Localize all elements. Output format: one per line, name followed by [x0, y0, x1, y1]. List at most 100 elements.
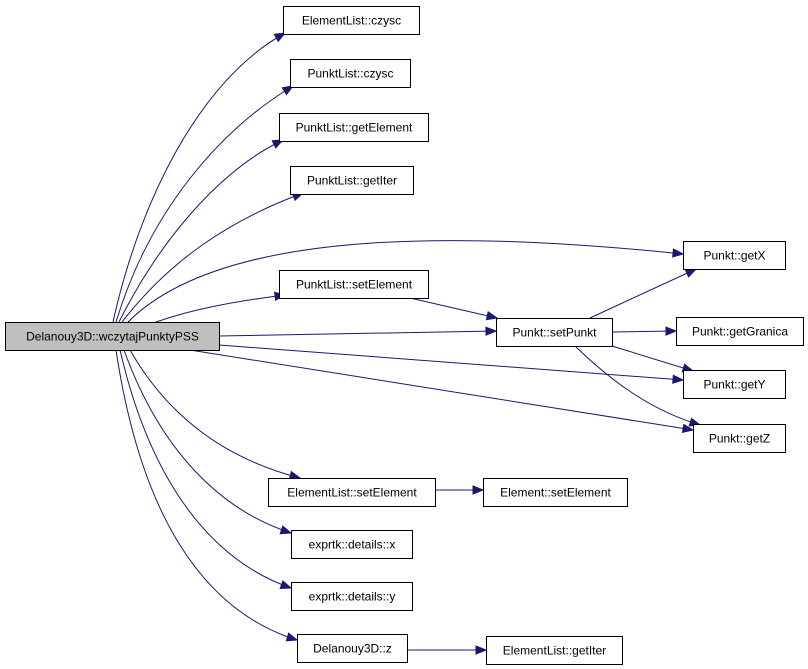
edge-arrowhead	[485, 326, 498, 336]
node-label: ElementList::getIter	[503, 644, 606, 658]
node-pl-setElement[interactable]: PunktList::setElement	[279, 270, 429, 299]
edge-root-to-el_czysc	[112, 32, 287, 323]
edge-line	[129, 349, 301, 479]
node-p-getZ[interactable]: Punkt::getZ	[693, 424, 786, 453]
node-el-getIter[interactable]: ElementList::getIter	[486, 636, 623, 665]
node-label: exprtk::details::y	[309, 590, 396, 604]
edge-arrowhead	[279, 580, 293, 590]
node-label: Punkt::getGranica	[692, 325, 788, 339]
edge-line	[611, 330, 677, 333]
node-el-setElement[interactable]: ElementList::setElement	[268, 478, 436, 507]
node-box	[279, 113, 429, 142]
edge-root-to-pl_getIter	[121, 192, 305, 323]
edge-p_setPunkt-to-p_getY	[611, 345, 695, 373]
edge-line	[121, 192, 304, 323]
node-box	[483, 478, 628, 507]
edge-el_setElement-to-e_setElement	[435, 485, 485, 495]
node-pl-getElement[interactable]: PunktList::getElement	[279, 113, 429, 142]
edge-arrowhead	[681, 423, 695, 434]
edge-p_setPunkt-to-p_getGranica	[611, 326, 678, 336]
edge-arrowhead	[665, 326, 678, 336]
edge-pl_setElement-to-p_setPunkt	[409, 297, 499, 321]
node-label: Delanouy3D::z	[313, 642, 392, 656]
node-box	[268, 478, 436, 507]
edge-line	[611, 345, 694, 372]
node-label: Punkt::getZ	[709, 432, 770, 446]
node-label: ElementList::setElement	[287, 486, 417, 500]
node-label: PunktList::getIter	[307, 174, 397, 188]
edge-arrowhead	[672, 374, 685, 384]
edge-root-to-d_z	[115, 349, 299, 642]
node-box	[291, 530, 413, 559]
edge-line	[574, 345, 701, 426]
edge-arrowhead	[281, 85, 295, 96]
edge-arrowhead	[472, 485, 485, 495]
node-box	[297, 634, 408, 663]
edge-line	[155, 294, 286, 323]
edge-root-to-p_getY	[218, 344, 685, 384]
node-d-z[interactable]: Delanouy3D::z	[297, 634, 408, 663]
edge-line	[115, 85, 294, 323]
edge-line	[189, 349, 694, 431]
edge-arrowhead	[273, 32, 287, 43]
node-label: PunktList::czysc	[307, 67, 393, 81]
edge-line	[115, 349, 298, 641]
node-box	[290, 59, 411, 88]
node-box	[283, 6, 420, 35]
node-label: ElementList::czysc	[302, 14, 401, 28]
node-box	[290, 166, 414, 195]
node-label: Element::setElement	[500, 486, 611, 500]
node-label: Punkt::setPunkt	[512, 326, 597, 340]
node-label: Punkt::getY	[703, 378, 765, 392]
node-ex-x[interactable]: exprtk::details::x	[291, 530, 413, 559]
edge-line	[218, 344, 684, 381]
node-box	[496, 318, 613, 347]
node-el-czysc[interactable]: ElementList::czysc	[283, 6, 420, 35]
node-e-setElement[interactable]: Element::setElement	[483, 478, 628, 507]
node-ex-y[interactable]: exprtk::details::y	[291, 582, 413, 611]
node-box	[683, 241, 786, 270]
node-box	[676, 317, 804, 346]
node-p-setPunkt[interactable]: Punkt::setPunkt	[496, 318, 613, 347]
edge-line	[123, 349, 292, 534]
edge-arrowhead	[485, 311, 499, 321]
node-box	[683, 370, 786, 399]
edge-line	[112, 32, 286, 323]
node-box	[5, 322, 220, 351]
edge-arrowhead	[672, 248, 685, 258]
node-label: Punkt::getX	[703, 249, 765, 263]
edge-p_setPunkt-to-p_getX	[589, 268, 698, 319]
edge-line	[119, 349, 292, 589]
node-box	[279, 270, 429, 299]
edge-root-to-pl_getElement	[118, 139, 285, 323]
edge-d_z-to-el_getIter	[407, 645, 488, 655]
node-pl-czysc[interactable]: PunktList::czysc	[290, 59, 411, 88]
node-p-getGranica[interactable]: Punkt::getGranica	[676, 317, 804, 346]
node-label: exprtk::details::x	[309, 538, 396, 552]
edge-line	[409, 297, 498, 319]
edge-root-to-pl_setElement	[155, 291, 287, 323]
node-box	[291, 582, 413, 611]
node-label: PunktList::setElement	[296, 278, 413, 292]
edge-root-to-p_getX	[127, 240, 685, 323]
edge-arrowhead	[475, 645, 488, 655]
node-box	[693, 424, 786, 453]
node-root[interactable]: Delanouy3D::wczytajPunktyPSS	[5, 322, 220, 351]
node-pl-getIter[interactable]: PunktList::getIter	[290, 166, 414, 195]
node-p-getY[interactable]: Punkt::getY	[683, 370, 786, 399]
edge-line	[127, 240, 684, 323]
edge-arrowhead	[285, 632, 299, 642]
edge-line	[218, 330, 497, 337]
node-p-getX[interactable]: Punkt::getX	[683, 241, 786, 270]
edge-arrowhead	[684, 268, 698, 278]
edge-root-to-ex_x	[123, 349, 293, 535]
edge-root-to-pl_czysc	[115, 85, 295, 323]
edge-root-to-ex_y	[119, 349, 293, 590]
edge-root-to-el_setElement	[129, 349, 302, 480]
edge-root-to-p_getZ	[189, 349, 695, 434]
nodes: Delanouy3D::wczytajPunktyPSSElementList:…	[5, 6, 804, 665]
edge-line	[589, 268, 697, 319]
edge-line	[118, 139, 284, 323]
node-box	[486, 636, 623, 665]
